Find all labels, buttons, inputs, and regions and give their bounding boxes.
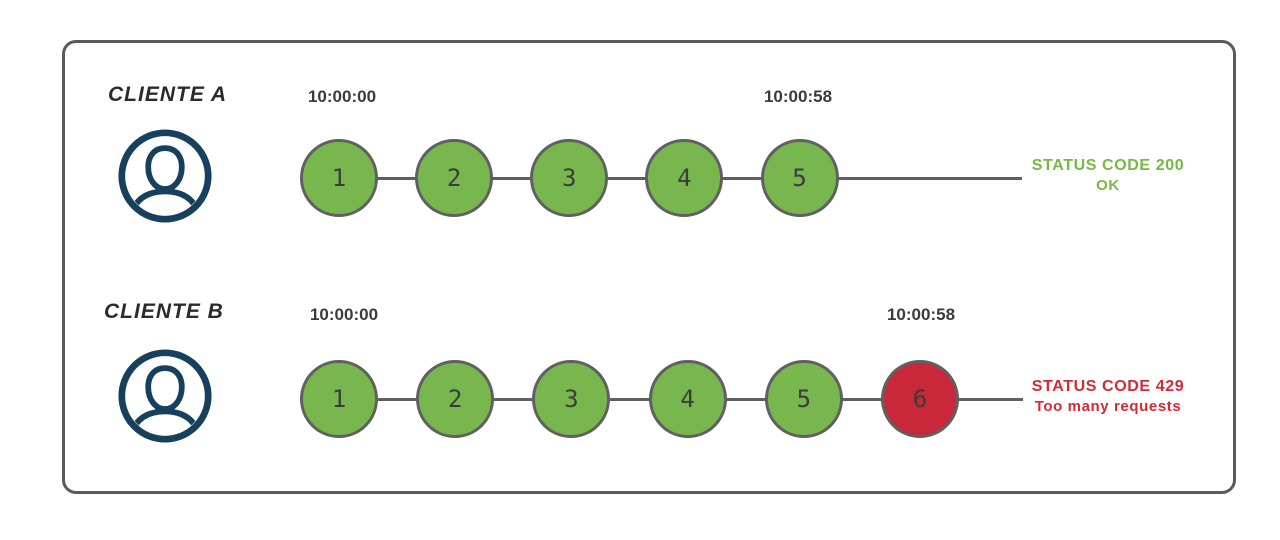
timestamp-start: 10:00:00 — [307, 87, 377, 106]
request-circle-ok: 1 — [300, 360, 378, 438]
status-detail-line: Too many requests — [1034, 398, 1182, 415]
status-text: STATUS CODE 429 Too many requests — [1022, 377, 1194, 417]
client-b-label: CLIENTE B — [104, 300, 224, 323]
request-circle-ok: 5 — [760, 139, 839, 217]
client-a-label: CLIENTE A — [108, 83, 228, 106]
request-circle-ok: 2 — [416, 360, 495, 438]
request-circle-ok: 4 — [645, 139, 724, 217]
timestamp-end: 10:00:58 — [886, 305, 956, 324]
timestamp-start: 10:00:00 — [309, 305, 379, 324]
status-detail-line: OK — [1096, 177, 1120, 194]
request-circle-ok: 1 — [300, 139, 378, 217]
user-avatar-icon — [118, 349, 212, 443]
request-circle-ok: 5 — [764, 360, 843, 438]
request-circle-ok: 2 — [415, 139, 494, 217]
user-avatar-icon — [118, 129, 212, 223]
timestamp-end: 10:00:58 — [763, 87, 833, 106]
request-circle-ok: 4 — [648, 360, 727, 438]
request-circle-ok: 3 — [532, 360, 611, 438]
diagram-border — [62, 40, 1236, 494]
request-circle-blocked: 6 — [881, 360, 959, 438]
status-code-line: STATUS CODE 429 — [1031, 378, 1185, 395]
request-circle-ok: 3 — [530, 139, 609, 217]
status-code-line: STATUS CODE 200 — [1031, 157, 1185, 174]
status-text: STATUS CODE 200 OK — [1022, 156, 1194, 196]
